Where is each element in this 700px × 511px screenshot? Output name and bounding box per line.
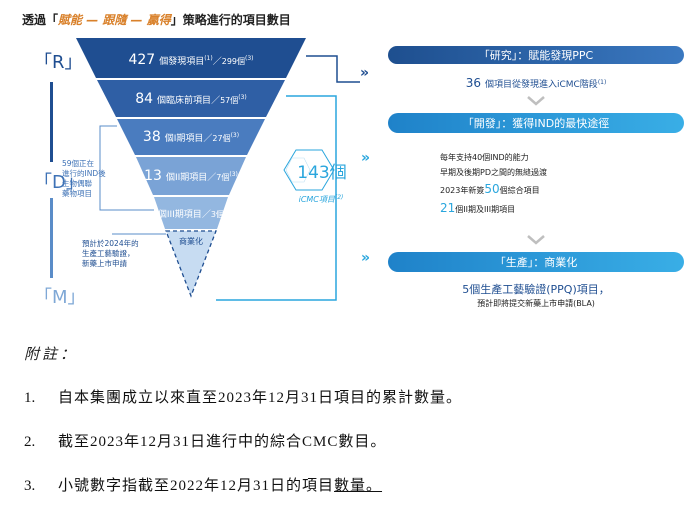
note-number: 3.	[24, 478, 36, 494]
funnel-dashed-outline	[165, 230, 217, 298]
tier-5-text: 8個III期項目／3個(3)	[150, 206, 233, 221]
cmc-count: 143個	[297, 163, 346, 183]
chevron-down-icon	[527, 96, 545, 106]
cmc-label: iCMC項目(2)	[299, 194, 344, 204]
manufacturing-panel-header	[388, 252, 684, 272]
bio-bracket	[99, 125, 154, 211]
note-text: 小號數字指截至2022年12月31日的項目	[58, 478, 335, 494]
chevron-down-icon	[527, 235, 545, 245]
chevron-right-icon: »	[361, 250, 370, 266]
funnel-tier-commercial	[166, 231, 216, 296]
phase-letter-m: 「M」	[34, 287, 86, 308]
phase-letter-d: 「D」	[34, 172, 84, 193]
commercial-label: 商業化	[179, 236, 203, 246]
research-panel-title: 「研究」：賦能發現PPC	[479, 48, 594, 62]
phase-letter-r: 「R」	[34, 52, 83, 73]
notes-title: 附註：	[24, 347, 79, 363]
funnel-tier-2	[97, 80, 285, 117]
cmc-bracket	[216, 95, 337, 301]
development-line-3: 2023年新簽50個綜合項目	[440, 182, 540, 196]
cmc-hexagon-inner	[285, 157, 311, 183]
development-panel-title: 「開發」：獲得IND的最快途徑	[463, 116, 609, 130]
research-bracket	[306, 55, 360, 83]
note-item-1: 1. 自本集團成立以來直至2023年12月31日項目的累計數量。	[24, 386, 462, 407]
chevron-right-icon: »	[361, 150, 370, 166]
phase-bar-r	[50, 82, 53, 162]
note-item-2: 2. 截至2023年12月31日進行中的綜合CMC數目。	[24, 430, 386, 451]
chevron-right-icon: »	[360, 65, 369, 81]
pv-note: 預計於2024年的 生產工藝驗證， 新藥上市申請	[82, 238, 141, 268]
note-item-3: 3. 小號數字指截至2022年12月31日的項目數量。	[24, 474, 382, 495]
development-line-2: 早期及後期PD之間的無縫過渡	[440, 167, 547, 177]
note-number: 1.	[24, 390, 36, 406]
development-line-1: 每年支持40個IND的能力	[440, 152, 529, 162]
note-text: 自本集團成立以來直至2023年12月31日項目的累計數量。	[58, 390, 463, 406]
header-title: 透過「賦能 — 跟隨 — 贏得」策略進行的項目數目	[22, 12, 291, 27]
development-line-4: 21個II期及III期項目	[440, 201, 515, 215]
manufacturing-panel-title: 「生產」：商業化	[495, 255, 578, 269]
development-panel-header	[388, 113, 684, 133]
funnel-tier-4	[136, 157, 246, 195]
bio-note: 59個正在 進行的IND後 生物偶聯 藥物項目	[62, 158, 108, 198]
funnel-tier-5	[154, 197, 228, 229]
manufacturing-line-1: 5個生產工藝驗證(PPQ)項目，	[462, 282, 610, 296]
note-number: 2.	[24, 434, 36, 450]
cmc-hexagon	[283, 149, 335, 191]
funnel-tier-3	[117, 119, 265, 155]
funnel	[76, 38, 306, 298]
phase-bar-d	[50, 198, 53, 278]
manufacturing-line-2: 預計即將提交新藥上市申請(BLA)	[477, 298, 595, 308]
note-text: 截至2023年12月31日進行中的綜合CMC數目。	[58, 434, 387, 450]
funnel-tier-1	[76, 38, 306, 78]
note-text-underlined: 數量。	[334, 478, 383, 494]
research-panel-header	[388, 46, 684, 64]
